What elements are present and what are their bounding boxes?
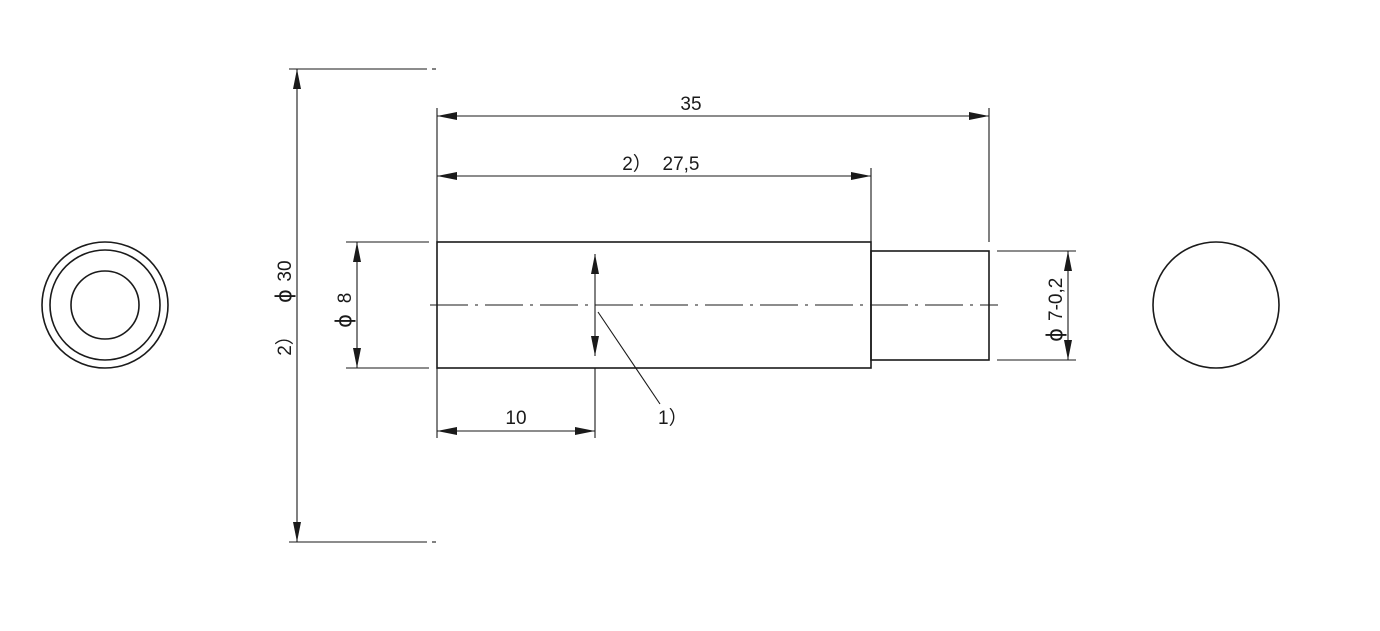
outer-circle — [41, 241, 169, 369]
dim-note-27-5: 2） — [622, 153, 652, 175]
dim-note-dia30: 2） — [274, 326, 296, 356]
side-view — [430, 241, 998, 369]
dim-text-dia7: 7-0,2 — [1046, 278, 1067, 321]
diameter-symbol-8: ϕ — [332, 314, 356, 328]
dimension-lines — [293, 69, 1072, 542]
end-circle — [1152, 241, 1280, 369]
dim-dia7-label: ϕ 7-0,2 — [1043, 278, 1067, 342]
dim-text-dia8: 8 — [335, 293, 356, 304]
diameter-symbol-7: ϕ — [1043, 328, 1067, 342]
leader-line-1 — [597, 311, 661, 405]
middle-circle — [49, 249, 161, 361]
dim-dia30-label: 2） ϕ 30 — [272, 260, 296, 355]
note-1-label: 1） — [658, 407, 688, 429]
inner-circle — [70, 270, 140, 340]
dim-text-35: 35 — [680, 94, 701, 115]
dim-text-27-5: 27,5 — [663, 154, 700, 175]
dim-text-10: 10 — [505, 408, 526, 429]
dim-text-dia30: 30 — [275, 260, 296, 281]
right-end-view — [1152, 241, 1280, 369]
extension-lines — [289, 68, 1076, 543]
diameter-symbol-30: ϕ — [272, 289, 296, 303]
left-end-view — [41, 241, 169, 369]
dim-dia8-label: ϕ 8 — [332, 293, 356, 328]
